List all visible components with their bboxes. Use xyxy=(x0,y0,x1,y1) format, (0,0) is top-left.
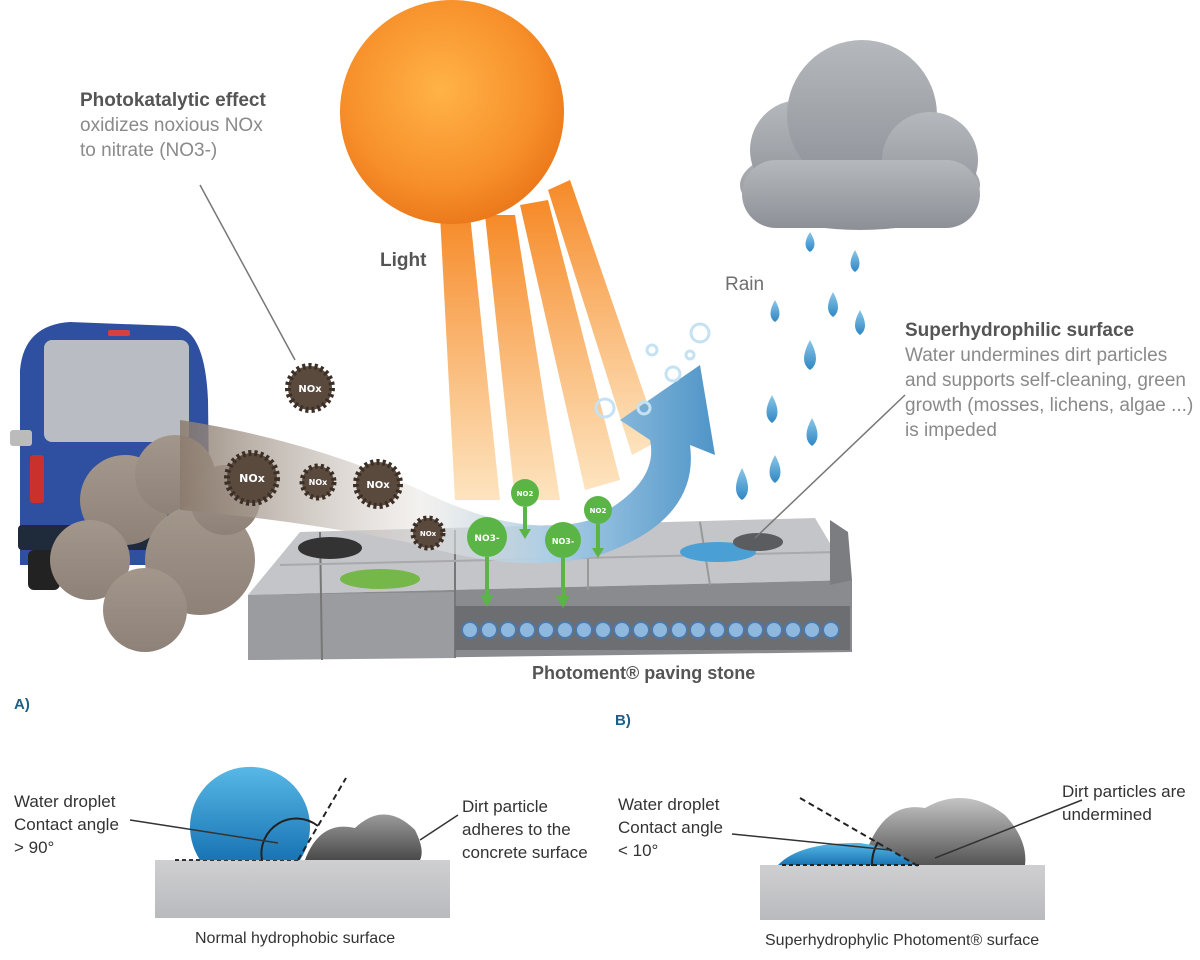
nox-molecule: NOx xyxy=(285,363,335,413)
dirt-line: Dirt particles are xyxy=(1062,782,1186,801)
no3-label: NO3- xyxy=(552,537,574,546)
concrete-surface xyxy=(760,865,1045,920)
dirt-line: Dirt particle xyxy=(462,797,548,816)
droplet-line: Water droplet xyxy=(618,795,720,814)
bubbles xyxy=(594,322,711,419)
panel-b-dirt-label: Dirt particles are undermined xyxy=(1062,780,1186,826)
superhydrophilic-line: Water undermines dirt particles xyxy=(905,345,1168,366)
nox-molecule: NOx xyxy=(224,450,280,506)
channel-bead xyxy=(632,621,650,639)
no2-label: NO2 xyxy=(517,490,534,498)
panel-a-caption: Normal hydrophobic surface xyxy=(195,930,396,947)
photocatalytic-label: Photokatalytic effect oxidizes noxious N… xyxy=(80,88,266,163)
flow-arrow xyxy=(180,365,715,563)
superhydrophilic-line: and supports self-cleaning, green xyxy=(905,370,1186,391)
channel-bead xyxy=(613,621,631,639)
panel-a-droplet-label: Water droplet Contact angle > 90° xyxy=(14,790,119,859)
panel-a-dirt-label: Dirt particle adheres to the concrete su… xyxy=(462,795,588,864)
nox-molecules: NOx NOx NOx NOx NOx xyxy=(224,363,446,551)
water-droplet-round xyxy=(190,766,311,860)
tangent-line xyxy=(799,797,919,867)
angle-arc xyxy=(870,841,879,867)
channel-bead xyxy=(822,621,840,639)
panel-b-tag: B) xyxy=(615,712,631,729)
no2-label: NO2 xyxy=(590,507,607,515)
nox-label: NOx xyxy=(420,530,437,538)
channel-bead xyxy=(727,621,745,639)
dirt-particle xyxy=(305,814,422,860)
nox-molecule: NOx xyxy=(410,515,446,551)
channel-bead xyxy=(651,621,669,639)
superhydrophilic-line: growth (mosses, lichens, algae ...) xyxy=(905,395,1194,416)
water-channels xyxy=(461,621,840,639)
nox-label: NOx xyxy=(298,384,322,395)
puddle xyxy=(680,542,756,562)
channel-bead xyxy=(480,621,498,639)
dirt-line: concrete surface xyxy=(462,843,588,862)
panel-a-diagram xyxy=(129,766,459,918)
droplet-line: > 90° xyxy=(14,838,55,857)
channel-bead xyxy=(670,621,688,639)
light-label: Light xyxy=(380,250,427,271)
channel-bead xyxy=(556,621,574,639)
nitrate-molecules: NO2 NO2 NO3- NO3- xyxy=(467,479,612,608)
photocatalytic-line1: oxidizes noxious NOx xyxy=(80,115,263,136)
nox-molecule: NOx xyxy=(353,459,403,509)
panel-b-diagram xyxy=(731,797,1083,920)
channel-bead xyxy=(708,621,726,639)
paving-stone-label: Photoment® paving stone xyxy=(532,663,756,683)
no3-molecule: NO3- xyxy=(545,522,581,608)
rain-label: Rain xyxy=(725,274,765,295)
channel-bead xyxy=(537,621,555,639)
nox-label: NOx xyxy=(239,472,265,485)
channel-bead xyxy=(518,621,536,639)
droplet-line: < 10° xyxy=(618,841,659,860)
photocatalytic-title: Photokatalytic effect xyxy=(80,90,266,111)
callout-line-super xyxy=(754,394,906,539)
superhydrophilic-title: Superhydrophilic surface xyxy=(905,320,1135,341)
channel-bead xyxy=(765,621,783,639)
channel-bead xyxy=(499,621,517,639)
sun-rays xyxy=(440,180,660,500)
exhaust-smoke xyxy=(50,435,260,652)
channel-bead xyxy=(689,621,707,639)
superhydrophilic-label: Superhydrophilic surface Water undermine… xyxy=(905,318,1193,443)
droplet-line: Water droplet xyxy=(14,792,116,811)
channel-bead xyxy=(575,621,593,639)
dirt-line: undermined xyxy=(1062,805,1152,824)
channel-bead xyxy=(461,621,479,639)
panel-b-droplet-label: Water droplet Contact angle < 10° xyxy=(618,793,723,862)
superhydrophilic-line: is impeded xyxy=(905,420,997,441)
dirt-line: adheres to the xyxy=(462,820,571,839)
callout-line-photo xyxy=(199,184,296,361)
cloud-icon xyxy=(740,40,980,230)
rain-drops xyxy=(736,232,865,500)
sun-icon xyxy=(340,0,564,224)
pothole-puddle xyxy=(733,533,783,551)
channel-bead xyxy=(803,621,821,639)
moss-patch xyxy=(340,569,420,589)
nox-label: NOx xyxy=(366,480,390,491)
nox-molecule: NOx xyxy=(299,463,337,501)
concrete-surface xyxy=(155,860,450,918)
droplet-line: Contact angle xyxy=(618,818,723,837)
dirt-particles-undermined xyxy=(862,798,1026,865)
droplet-line: Contact angle xyxy=(14,815,119,834)
no2-molecule: NO2 xyxy=(584,496,612,558)
angle-arc xyxy=(260,817,319,861)
channel-bead xyxy=(594,621,612,639)
panel-b-caption: Superhydrophylic Photoment® surface xyxy=(765,932,1040,949)
no3-label: NO3- xyxy=(474,534,499,544)
photocatalytic-line2: to nitrate (NO3-) xyxy=(80,140,218,161)
tangent-line xyxy=(297,777,347,861)
no3-molecule: NO3- xyxy=(467,517,507,607)
pothole-dark xyxy=(298,537,362,559)
channel-bead xyxy=(784,621,802,639)
nox-label: NOx xyxy=(309,478,328,487)
no2-molecule: NO2 xyxy=(511,479,539,539)
panel-a-tag: A) xyxy=(14,696,30,713)
channel-bead xyxy=(746,621,764,639)
